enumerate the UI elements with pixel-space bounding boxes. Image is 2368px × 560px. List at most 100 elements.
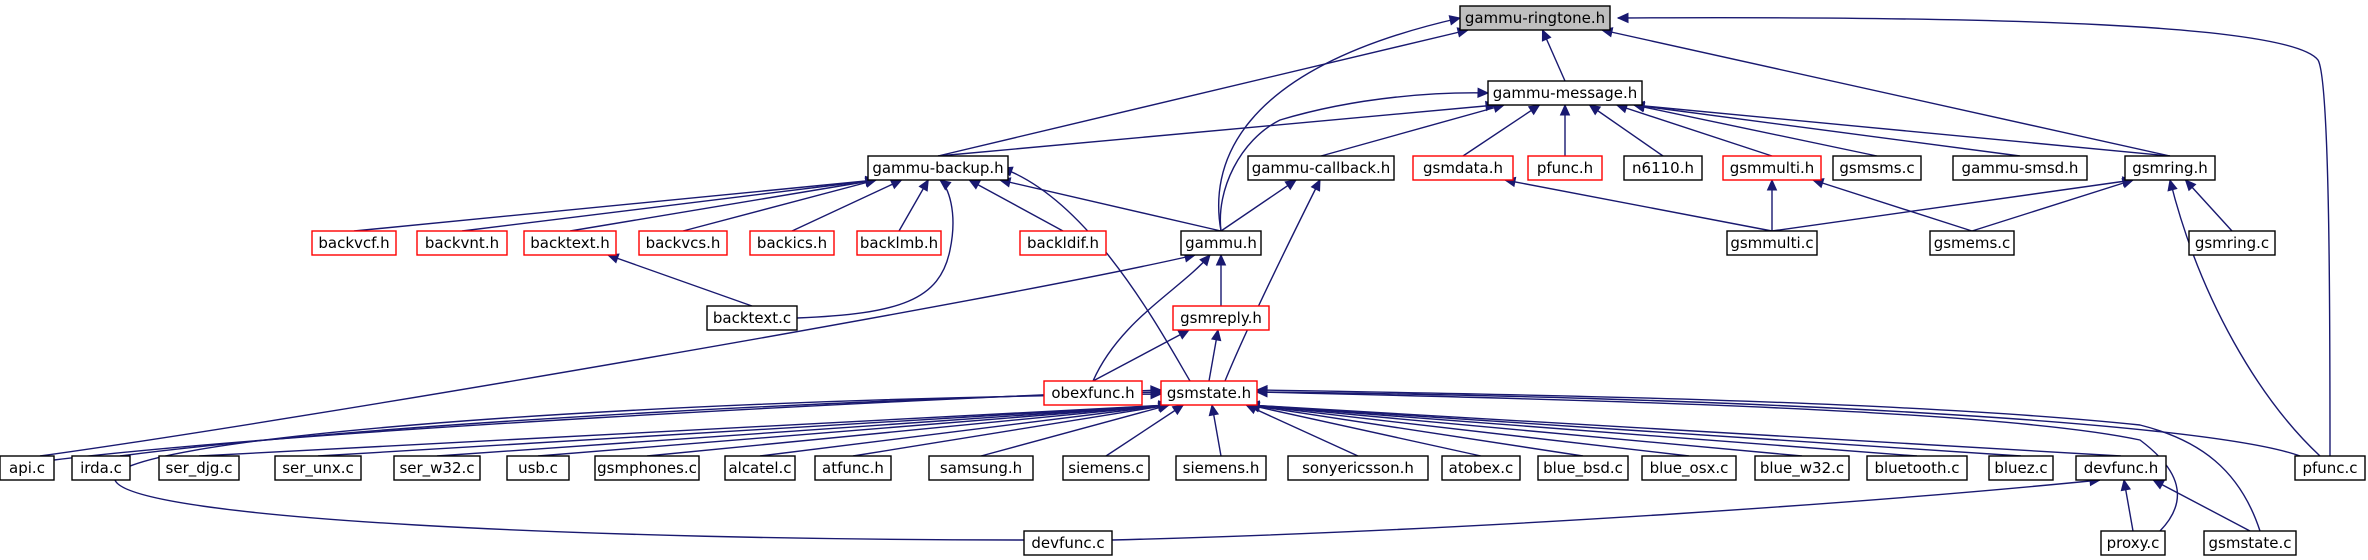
node-bluetooth-c[interactable]: bluetooth.c [1866,455,1968,481]
node-label: backtext.h [530,234,610,252]
edge-devfunc_c-to-devfunc_h [1111,479,2101,541]
edge-pfunc_c-to-gsmring_h [2169,179,2321,457]
node-label: devfunc.h [2084,459,2158,477]
edge-gsmstate_c-to-gsmstate_h [1256,389,2261,532]
node-backvcs-h[interactable]: backvcs.h [638,230,728,256]
node-ser-w32-c[interactable]: ser_w32.c [393,455,481,481]
edge-ser_w32_c-to-gsmstate_h [436,404,1170,457]
node-label: gammu-callback.h [1252,159,1391,177]
node-box [1023,530,1113,556]
node-gsmmulti-c[interactable]: gsmmulti.c [1726,230,1818,256]
node-label: backldif.h [1027,234,1099,252]
node-label: n6110.h [1632,159,1694,177]
edge-arrowhead [1527,104,1541,116]
node-box [1441,455,1521,481]
node-label: atfunc.h [822,459,884,477]
edge-arrowhead [1766,178,1778,191]
node-box [2294,455,2366,481]
node-proxy-c[interactable]: proxy.c [2100,530,2166,556]
node-blue-w32-c[interactable]: blue_w32.c [1754,455,1850,481]
node-backtext-c[interactable]: backtext.c [706,305,798,331]
node-gammu-backup-h[interactable]: gammu-backup.h [867,155,1009,181]
node-irda-c[interactable]: irda.c [71,455,131,481]
node-gammu-message-h[interactable]: gammu-message.h [1487,80,1643,106]
node-devfunc-c[interactable]: devfunc.c [1023,530,1113,556]
node-obexfunc-h[interactable]: obexfunc.h [1043,380,1143,406]
node-gammu-smsd-h[interactable]: gammu-smsd.h [1952,155,2088,181]
node-gsmdata-h[interactable]: gsmdata.h [1412,155,1514,181]
node-backvnt-h[interactable]: backvnt.h [416,230,508,256]
node-label: gsmems.c [1934,234,2011,252]
node-label: samsung.h [940,459,1022,477]
edge-pfunc_c-to-gsmstate_h [1256,391,2301,457]
edge-arrowhead [1171,404,1185,416]
node-gsmstate-c[interactable]: gsmstate.c [2203,530,2297,556]
node-ser-unx-c[interactable]: ser_unx.c [274,455,362,481]
node-box [1754,455,1850,481]
node-siemens-c[interactable]: siemens.c [1062,455,1150,481]
node-gammu-callback-h[interactable]: gammu-callback.h [1247,155,1395,181]
node-gsmstate-h[interactable]: gsmstate.h [1160,380,1258,406]
node-n6110-h[interactable]: n6110.h [1623,155,1703,181]
node-api-c[interactable]: api.c [0,455,55,481]
edge-pfunc_c-to-gammu_ringtone_h [1617,17,2331,457]
node-siemens-h[interactable]: siemens.h [1175,455,1267,481]
node-box [1412,155,1514,181]
node-backlmb-h[interactable]: backlmb.h [856,230,942,256]
node-label: obexfunc.h [1051,384,1134,402]
node-label: irda.c [80,459,122,477]
node-backldif-h[interactable]: backldif.h [1019,230,1107,256]
edge-gammu_h-to-gammu_backup_h [999,179,1222,232]
node-blue-bsd-c[interactable]: blue_bsd.c [1537,455,1629,481]
edge-gammu_backup_h-to-gammu_message_h [937,104,1497,157]
edge-irda_c-to-gsmstate_h [119,391,1162,457]
node-gsmreply-h[interactable]: gsmreply.h [1172,305,1270,331]
edge-arrowhead [1177,329,1191,340]
node-gsmems-c[interactable]: gsmems.c [1929,230,2015,256]
node-atfunc-h[interactable]: atfunc.h [814,455,892,481]
node-gammu-h[interactable]: gammu.h [1180,230,1262,256]
node-blue-osx-c[interactable]: blue_osx.c [1641,455,1737,481]
node-atobex-c[interactable]: atobex.c [1441,455,1521,481]
edge-usb_c-to-gsmstate_h [537,404,1170,457]
node-gsmphones-c[interactable]: gsmphones.c [594,455,700,481]
node-pfunc-c[interactable]: pfunc.c [2294,455,2366,481]
node-label: gsmmulti.h [1730,159,1815,177]
edge-arrowhead [2184,179,2197,192]
node-sonyericsson-h[interactable]: sonyericsson.h [1287,455,1429,481]
edge-backics_h-to-gammu_backup_h [791,179,902,232]
node-gsmmulti-h[interactable]: gsmmulti.h [1722,155,1822,181]
node-box [1929,230,2015,256]
node-pfunc-h[interactable]: pfunc.h [1527,155,1603,181]
node-label: gsmsms.c [1839,159,1914,177]
node-label: backlmb.h [860,234,938,252]
node-samsung-h[interactable]: samsung.h [928,455,1034,481]
node-backics-h[interactable]: backics.h [749,230,835,256]
node-box [1537,455,1629,481]
edge-arrowhead [1541,28,1552,42]
node-gsmsms-c[interactable]: gsmsms.c [1832,155,1922,181]
node-devfunc-h[interactable]: devfunc.h [2075,455,2167,481]
node-box [638,230,728,256]
edge-arrowhead [918,178,929,192]
edge-gsmphones_c-to-gsmstate_h [646,404,1170,457]
node-gsmring-h[interactable]: gsmring.h [2124,155,2216,181]
node-box [1487,80,1643,106]
node-box [1062,455,1150,481]
node-box [506,455,570,481]
node-label: blue_bsd.c [1543,459,1623,478]
node-backvcf-h[interactable]: backvcf.h [311,230,397,256]
node-usb-c[interactable]: usb.c [506,455,570,481]
node-box [2203,530,2297,556]
edge-arrowhead [1255,384,1268,396]
node-gsmring-c[interactable]: gsmring.c [2188,230,2276,256]
node-ser-djg-c[interactable]: ser_djg.c [158,455,240,481]
node-label: atobex.c [1449,459,1514,477]
node-bluez-c[interactable]: bluez.c [1988,455,2054,481]
node-box [594,455,700,481]
node-label: gsmstate.h [1167,384,1251,402]
node-box [1459,5,1611,31]
node-backtext-h[interactable]: backtext.h [523,230,617,256]
node-alcatel-c[interactable]: alcatel.c [724,455,796,481]
